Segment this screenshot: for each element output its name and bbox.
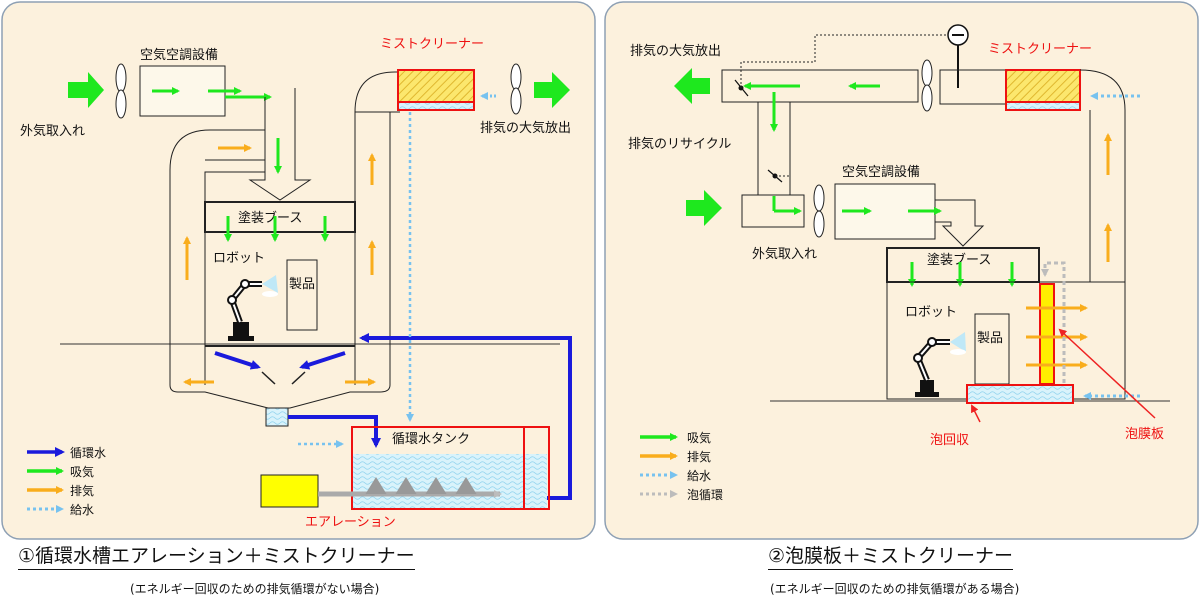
right-foam-plate-label: 泡膜板: [1125, 427, 1164, 442]
left-product-label: 製品: [289, 277, 315, 292]
left-tank-chamber: [523, 426, 550, 510]
right-mist-cleaner-label: ミストクリーナー: [988, 42, 1092, 57]
right-caption: ②泡膜板＋ミストクリーナー: [768, 544, 1014, 570]
left-duct-inner: [204, 171, 265, 385]
right-foam-recovery-label: 泡回収: [930, 433, 969, 448]
right-exhaust-fan-icon: [921, 59, 933, 112]
right-recycle-label: 排気のリサイクル: [628, 136, 731, 152]
right-subcaption: (エネルギー回収のための排気循環がある場合): [770, 582, 1020, 596]
left-robot-icon: [227, 275, 278, 341]
left-intake-fan-icon: [115, 63, 127, 119]
right-return-duct-outer: [1079, 69, 1126, 282]
left-aerator-bubbles: [365, 477, 477, 495]
right-outside-air-label: 外気取入れ: [752, 246, 817, 262]
right-mist-cleaner-filter: [1005, 69, 1081, 103]
left-subcaption: (エネルギー回収のための排気循環がない場合): [130, 582, 380, 596]
left-exhaust-fan-icon: [510, 63, 522, 115]
right-legend-item-0: 吸気: [687, 430, 711, 445]
left-tank-water: [352, 454, 547, 509]
right-panel-background: [604, 1, 1199, 540]
right-foam-plate: [1039, 283, 1055, 385]
left-outside-air-label: 外気取入れ: [20, 123, 85, 139]
left-hopper-baffle: [261, 371, 306, 385]
right-intake-arrow-icon: [686, 190, 722, 226]
left-booth-label: 塗装ブース: [238, 210, 302, 226]
right-aircon-label: 空気空調設備: [842, 164, 920, 180]
left-hopper-flow-1: [214, 351, 261, 370]
left-hopper-flow-2: [299, 351, 346, 370]
left-supply-duct: [248, 88, 312, 201]
left-return-duct-elbow: [354, 71, 400, 385]
right-legend-item-1: 排気: [687, 449, 711, 464]
right-legend-item-3: 泡循環: [687, 488, 723, 502]
left-panel-background: [1, 1, 596, 540]
right-product-label: 製品: [977, 331, 1003, 346]
left-legend-item-0: 循環水: [70, 446, 106, 460]
left-caption: ①循環水槽エアレーション＋ミストクリーナー: [18, 544, 415, 570]
right-control-line: [740, 34, 958, 88]
left-robot-label: ロボット: [213, 251, 265, 266]
left-drain-pipe: [288, 415, 381, 448]
right-robot-icon: [913, 332, 966, 397]
right-panel: 排気の大気放出 排気のリサイクル: [604, 1, 1199, 540]
right-vertical-duct: [757, 102, 791, 195]
left-legend-item-1: 吸気: [70, 464, 94, 479]
left-duct-outer: [169, 129, 265, 385]
left-tank-label: 循環水タンク: [392, 432, 470, 447]
left-release-arrow-icon: [534, 72, 570, 108]
right-legend: 吸気 排気 給水 泡循環: [640, 430, 723, 502]
right-foam-recovery-pointer: [971, 404, 981, 423]
right-supply-duct: [935, 199, 985, 247]
left-product-box: [286, 259, 318, 331]
left-legend-item-3: 給水: [70, 503, 94, 517]
left-mist-cleaner-water: [397, 101, 475, 111]
right-booth-label: 塗装ブース: [927, 252, 991, 268]
left-aerator-box: [260, 474, 319, 508]
right-foam-plate-pointer: [1058, 328, 1156, 419]
right-release-arrow-icon: [674, 68, 710, 104]
right-mixing-box: [741, 194, 805, 228]
right-foam-recovery-tray: [966, 384, 1074, 404]
right-exhaust-release-label: 排気の大気放出: [630, 43, 721, 59]
right-foam-circulation-line: [1041, 261, 1066, 390]
left-mist-cleaner-label: ミストクリーナー: [380, 37, 484, 52]
left-return-pipe: [359, 333, 572, 500]
right-top-duct: [721, 69, 919, 103]
right-gauge-icon: [947, 24, 969, 88]
left-intake-arrow-icon: [68, 72, 104, 108]
left-drain-box: [265, 407, 289, 427]
left-legend-item-2: 排気: [70, 483, 94, 498]
right-intake-fan-icon: [813, 184, 825, 238]
left-panel: 外気取入れ 空気空調設備 ミストクリーナー: [1, 1, 596, 540]
left-legend: 循環水 吸気 排気 給水: [27, 446, 106, 517]
left-exhaust-release-label: 排気の大気放出: [480, 120, 571, 136]
left-mist-cleaner-filter: [397, 69, 475, 103]
left-booth-header: [204, 201, 356, 233]
left-aeration-label: エアレーション: [305, 515, 396, 530]
right-legend-item-2: 給水: [687, 469, 711, 483]
right-robot-label: ロボット: [905, 305, 957, 320]
left-aircon-label: 空気空調設備: [140, 47, 218, 63]
right-mist-cleaner-water: [1005, 101, 1081, 111]
